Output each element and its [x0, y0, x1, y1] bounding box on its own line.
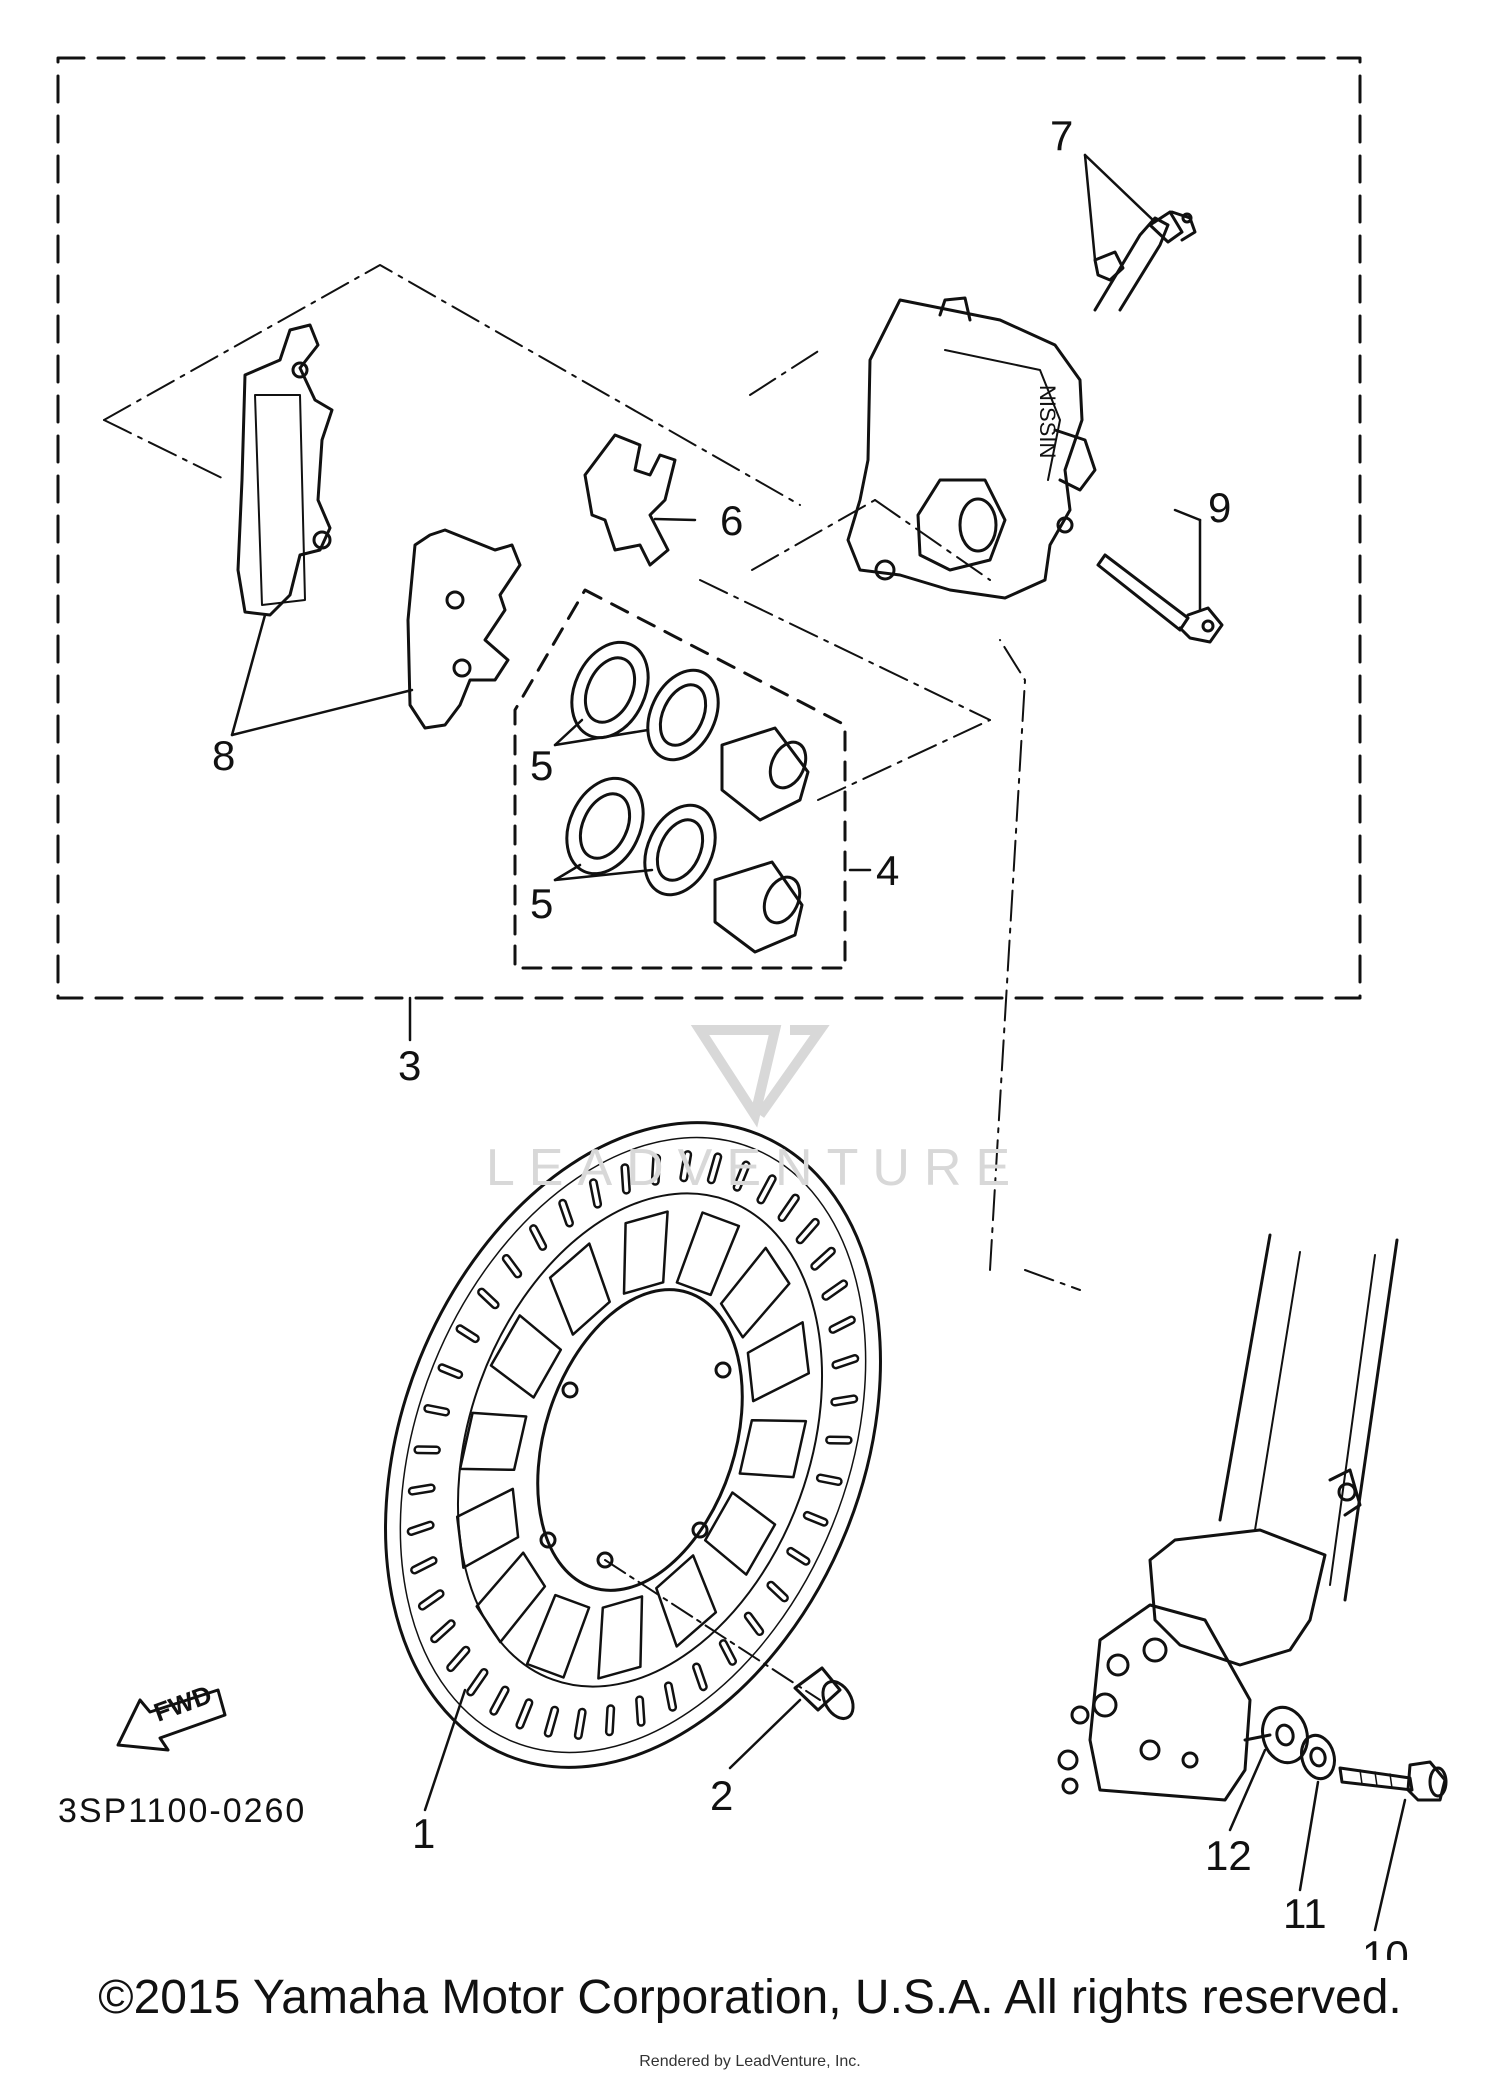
- caliper-bolt: [1096, 553, 1224, 644]
- callout-1: 1: [412, 1810, 435, 1857]
- callout-9: 9: [1208, 484, 1231, 531]
- watermark-text: LEADVENTURE: [486, 1139, 1024, 1197]
- callout-6: 6: [720, 497, 743, 544]
- callout-11: 11: [1283, 1890, 1327, 1937]
- disc-slot-inner: [412, 1558, 436, 1572]
- disc-slot-inner: [448, 1648, 468, 1670]
- disc-slot-inner: [812, 1249, 834, 1269]
- front-fork: [1057, 1233, 1399, 1802]
- disc-slot-inner: [833, 1356, 857, 1367]
- disc-slot-inner: [758, 1176, 775, 1202]
- disc-slot-inner: [622, 1165, 629, 1193]
- disc-slot-inner: [666, 1683, 675, 1710]
- pad-spring: [583, 433, 677, 567]
- disc-slot-inner: [546, 1708, 557, 1736]
- disc-slot-inner: [425, 1406, 448, 1414]
- seal-kit-group-box: [513, 588, 847, 970]
- disc-slot-inner: [823, 1281, 846, 1299]
- disc-spoke-cutout: [719, 1246, 791, 1339]
- disc-spoke-cutout: [525, 1593, 591, 1679]
- disc-spoke-cutout: [455, 1487, 520, 1569]
- callout-leaders: [230, 153, 1407, 1932]
- pistons: [713, 726, 810, 954]
- piston-seals: [565, 640, 720, 897]
- disc-slot-inner: [420, 1591, 443, 1609]
- disc-spoke-cutout: [746, 1321, 811, 1403]
- assembly-group-box: [56, 56, 1362, 1000]
- watermark: LEADVENTURE: [486, 1025, 1024, 1197]
- guide-lines: [103, 264, 1081, 1291]
- disc-slot-inner: [432, 1621, 454, 1641]
- disc-slot-inner: [746, 1614, 762, 1634]
- disc-spoke-cutout: [458, 1411, 528, 1472]
- caliper-brand-text: NISSIN: [1035, 385, 1060, 458]
- callout-5b: 5: [530, 880, 553, 927]
- disc-slot-inner: [576, 1710, 585, 1738]
- callout-10: 10: [1362, 1932, 1409, 1960]
- disc-slot-inner: [653, 1156, 659, 1184]
- bracket-fasteners: [1261, 1705, 1448, 1802]
- reference-code: 3SP1100-0260: [58, 1792, 306, 1830]
- disc-spoke-cutout: [675, 1211, 741, 1297]
- disc-slot-inner: [479, 1290, 498, 1307]
- callout-3: 3: [398, 1042, 421, 1089]
- disc-slot-inner: [504, 1256, 520, 1276]
- disc-slot-inner: [805, 1513, 826, 1525]
- rendered-by-credit: Rendered by LeadVenture, Inc.: [639, 2053, 861, 2070]
- callout-2: 2: [710, 1772, 733, 1819]
- disc-spoke-cutout: [548, 1242, 611, 1336]
- disc-slot-inner: [798, 1220, 818, 1242]
- disc-slot-inner: [721, 1641, 735, 1664]
- disc-slot-inner: [788, 1549, 808, 1564]
- disc-slot-inner: [458, 1326, 478, 1341]
- fwd-arrow-icon: [116, 1688, 227, 1752]
- disc-slot-inner: [409, 1523, 433, 1534]
- disc-slot-inner: [491, 1688, 508, 1714]
- disc-slot-inner: [517, 1700, 531, 1727]
- disc-slot-inner: [591, 1180, 600, 1207]
- brake-pad-left: [236, 323, 334, 617]
- callout-7: 7: [1050, 112, 1073, 159]
- disc-slot-inner: [468, 1670, 486, 1694]
- disc-slot-inner: [637, 1697, 644, 1725]
- disc-slot-inner: [694, 1665, 706, 1689]
- callout-5a: 5: [530, 742, 553, 789]
- disc-slot-inner: [560, 1201, 572, 1225]
- disc-slot-inner: [830, 1318, 854, 1332]
- brake-pad-right: [406, 528, 522, 730]
- disc-spoke-cutout: [489, 1314, 563, 1399]
- disc-slot-inner: [440, 1365, 461, 1377]
- callout-4: 4: [876, 847, 899, 894]
- copyright-notice: ©2015 Yamaha Motor Corporation, U.S.A. A…: [98, 1971, 1402, 2024]
- disc-spoke-cutout: [703, 1491, 777, 1576]
- disc-slot-inner: [832, 1396, 856, 1404]
- disc-screw: [604, 1559, 855, 1720]
- brake-exploded-diagram: LEADVENTURE NISSIN FWD 1 2 3 4 5 5 6 7 8…: [56, 56, 1448, 1960]
- disc-slot-inner: [410, 1486, 434, 1494]
- bleeder-valve: [1093, 210, 1197, 312]
- disc-spoke-cutout: [475, 1551, 547, 1644]
- disc-slot-inner: [780, 1196, 798, 1220]
- brake-disc: [384, 1121, 882, 1769]
- disc-spoke-cutout: [655, 1554, 718, 1648]
- callout-12: 12: [1205, 1832, 1252, 1879]
- disc-slot-inner: [768, 1583, 787, 1600]
- disc-spoke-cutout: [597, 1595, 644, 1680]
- disc-spoke-cutout: [622, 1210, 669, 1295]
- disc-slot-inner: [735, 1163, 749, 1190]
- disc-slot-inner: [531, 1226, 545, 1249]
- disc-slot-inner: [607, 1706, 613, 1734]
- disc-spoke-cutout: [738, 1418, 808, 1479]
- disc-slot-inner: [818, 1476, 841, 1484]
- callout-8: 8: [212, 732, 235, 779]
- disc-slot-inner: [709, 1154, 720, 1182]
- disc-slot-inner: [681, 1152, 690, 1180]
- caliper-body: [846, 296, 1097, 600]
